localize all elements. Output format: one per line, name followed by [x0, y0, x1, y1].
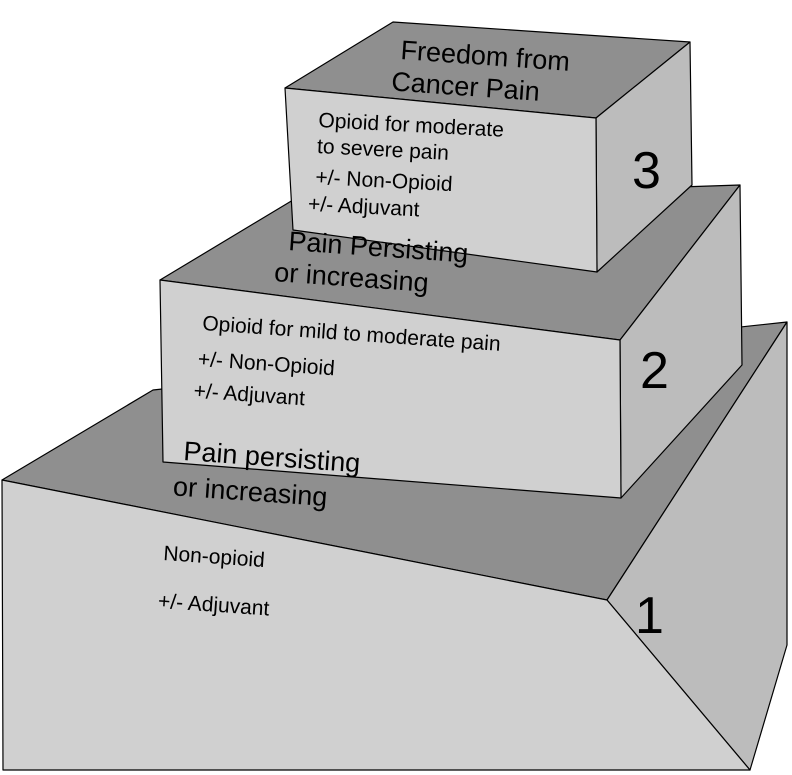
step-3-number: 3 [632, 142, 661, 200]
step-1-front-face [1, 479, 751, 771]
step-2-front-face [159, 279, 622, 499]
step-2-number: 2 [640, 342, 669, 400]
step-3-front-face [284, 87, 598, 273]
step-1-number: 1 [635, 587, 664, 645]
step-3-block [284, 21, 693, 273]
